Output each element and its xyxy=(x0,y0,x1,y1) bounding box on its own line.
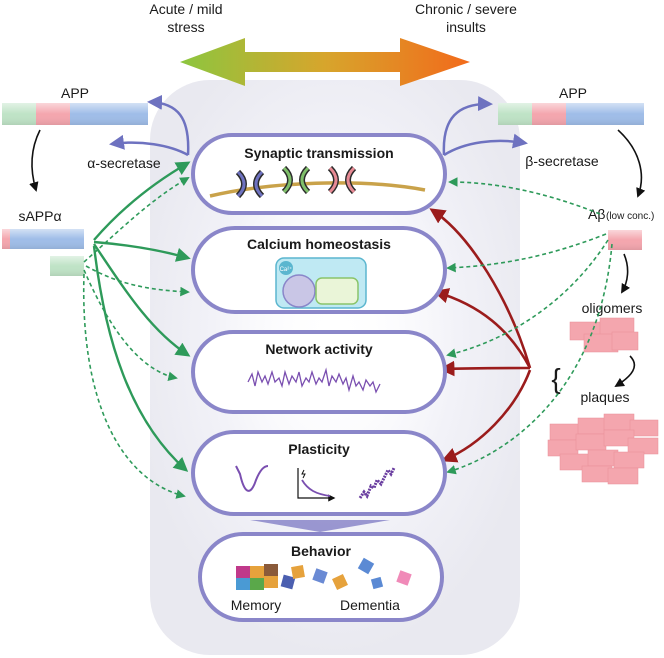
abeta-label: Aβ xyxy=(588,206,605,222)
oligomers-label: oligomers xyxy=(582,300,643,316)
sappa-solid-arrows xyxy=(92,161,191,472)
abeta-to-oligomers-arrow xyxy=(621,253,631,294)
left-secretase-arrow-up xyxy=(147,94,190,156)
abeta-note: (low conc.) xyxy=(606,211,654,222)
behavior-connector xyxy=(250,520,390,532)
network-trace xyxy=(247,367,381,394)
plaques-label: plaques xyxy=(580,389,629,405)
left-app-bar xyxy=(2,103,148,125)
left-app-label: APP xyxy=(61,85,89,101)
abeta-dashed-arrows xyxy=(446,177,613,475)
right-processing-arrow xyxy=(617,129,646,198)
oligomers-cluster xyxy=(569,317,639,353)
decay-plot-icon xyxy=(297,468,336,502)
synaptic-transmission-title: Synaptic transmission xyxy=(244,145,393,161)
right-secretase-arrow-side xyxy=(443,133,528,157)
left-processing-arrow xyxy=(29,129,41,192)
network-activity-box xyxy=(191,330,447,414)
sappa-bar xyxy=(2,229,84,249)
beta-secretase-label: β-secretase xyxy=(525,153,599,169)
stress-gradient-arrow xyxy=(180,38,470,86)
right-secretase-arrow-up xyxy=(442,96,493,156)
dementia-label: Dementia xyxy=(340,597,400,613)
oligomers-to-plaques-arrow xyxy=(614,355,636,388)
epsp-trace xyxy=(235,465,269,492)
sappa-label: sAPPα xyxy=(18,208,61,224)
alpha-secretase-label: α-secretase xyxy=(87,155,161,171)
synaptic-transmission-box xyxy=(191,133,447,215)
acute-label-line1: Acute / mild xyxy=(149,1,222,17)
ltp-trace xyxy=(358,467,396,500)
calcium-ion-label: Ca²⁺ xyxy=(280,266,293,273)
curly-brace: { xyxy=(551,363,560,394)
chronic-label-line1: Chronic / severe xyxy=(415,1,517,17)
membrane-line xyxy=(209,181,426,198)
oligomer-red-arrows xyxy=(429,208,532,463)
left-secretase-arrow-side xyxy=(109,134,189,157)
ion-channel-icons xyxy=(235,165,357,199)
sappa-dashed-arrows xyxy=(82,177,190,499)
abeta-bar xyxy=(608,230,642,250)
network-activity-title: Network activity xyxy=(265,341,373,357)
memory-label: Memory xyxy=(231,597,282,613)
plasticity-title: Plasticity xyxy=(288,441,350,457)
puzzle-pieces-icon xyxy=(236,557,412,590)
cell-compartment-icon xyxy=(275,257,367,309)
plaques-cluster xyxy=(547,413,659,485)
acute-label-line2: stress xyxy=(167,19,204,35)
right-app-bar xyxy=(498,103,644,125)
sappa-fragment xyxy=(50,256,84,276)
calcium-homeostasis-title: Calcium homeostasis xyxy=(247,236,391,252)
right-app-label: APP xyxy=(559,85,587,101)
behavior-title: Behavior xyxy=(291,543,351,559)
chronic-label-line2: insults xyxy=(446,19,486,35)
plasticity-box xyxy=(191,430,447,516)
